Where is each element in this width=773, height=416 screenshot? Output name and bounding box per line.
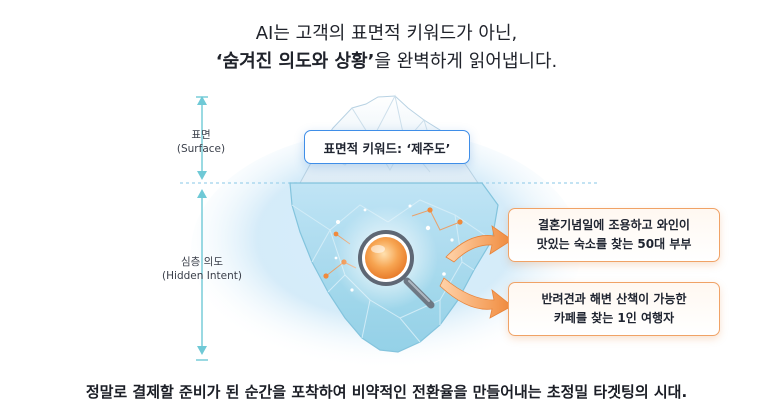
magnifier-shine xyxy=(371,245,385,253)
surface-label-title: 표면 xyxy=(191,129,211,141)
hidden-intent-label-title: 심층 의도 xyxy=(181,256,223,268)
surface-label: 표면 (Surface) xyxy=(168,128,234,156)
magnifier-handle xyxy=(403,277,435,309)
magnifier-icon xyxy=(365,237,407,279)
intent-card-2: 반려견과 해변 산책이 가능한 카페를 찾는 1인 여행자 xyxy=(508,282,720,336)
intent-card-1: 결혼기념일에 조용하고 와인이 맛있는 숙소를 찾는 50대 부부 xyxy=(508,208,720,262)
arrow-to-intent-1 xyxy=(445,225,513,263)
intent-card-1-line-1: 결혼기념일에 조용하고 와인이 xyxy=(538,218,690,232)
magnifier-handle-highlight xyxy=(408,280,430,302)
surface-keyword-box: 표면적 키워드: ‘제주도’ xyxy=(304,130,470,164)
intent-card-1-line-2: 맛있는 숙소를 찾는 50대 부부 xyxy=(536,237,692,251)
depth-ruler xyxy=(196,96,208,361)
headline: AI는 고객의 표면적 키워드가 아닌, ‘숨겨진 의도와 상황’을 완벽하게 … xyxy=(0,20,773,76)
hidden-intent-label-en: (Hidden Intent) xyxy=(162,270,242,282)
surface-label-en: (Surface) xyxy=(176,143,226,155)
intent-card-2-line-2: 카페를 찾는 1인 여행자 xyxy=(553,311,675,325)
headline-emphasis: ‘숨겨진 의도와 상황’ xyxy=(215,51,375,72)
headline-rest: 을 완벽하게 읽어냅니다. xyxy=(374,51,558,72)
intent-card-2-line-1: 반려견과 해변 산책이 가능한 xyxy=(541,292,687,306)
arrow-to-intent-2 xyxy=(439,277,513,319)
network-nodes xyxy=(323,207,463,279)
footer-statement: 정말로 결제할 준비가 된 순간을 포착하여 비약적인 전환율을 만들어내는 초… xyxy=(85,383,688,401)
headline-line-2: ‘숨겨진 의도와 상황’을 완벽하게 읽어냅니다. xyxy=(0,48,773,76)
hidden-intent-label: 심층 의도 (Hidden Intent) xyxy=(160,255,244,283)
headline-line-1: AI는 고객의 표면적 키워드가 아닌, xyxy=(255,23,518,44)
